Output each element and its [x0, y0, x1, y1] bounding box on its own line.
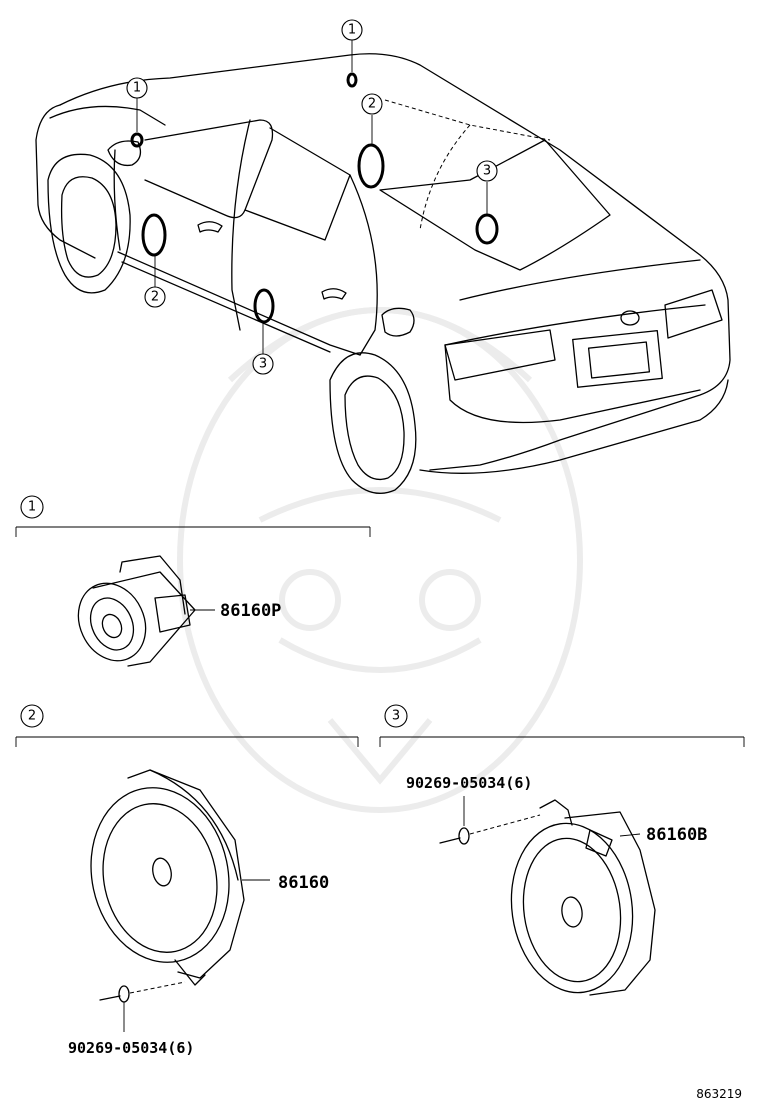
callout-2-front-door: 2 [144, 286, 166, 308]
callout-1-dash: 1 [126, 77, 148, 99]
callout-1-pillar: 1 [341, 19, 363, 41]
part-number-86160B: 86160B [646, 825, 707, 845]
callout-3-rear-upper: 3 [476, 160, 498, 182]
door-speaker-icon [510, 799, 656, 996]
door-speaker-icon [90, 769, 270, 986]
part-number-90269-05034-rear: 90269-05034(6) [406, 774, 532, 792]
svg-text:2: 2 [368, 97, 376, 112]
svg-text:1: 1 [28, 500, 36, 515]
section-3-bracket [379, 736, 745, 747]
section-1-bracket [15, 526, 371, 537]
screw-icon [99, 981, 186, 1032]
callout-3-rear-door: 3 [252, 353, 274, 375]
svg-text:3: 3 [483, 164, 491, 179]
svg-text:2: 2 [151, 290, 159, 305]
part-number-90269-05034-front: 90269-05034(6) [68, 1039, 194, 1057]
part-number-86160: 86160 [278, 873, 329, 893]
svg-text:1: 1 [348, 23, 356, 38]
svg-text:1: 1 [133, 81, 141, 96]
samurai-helmet-watermark-icon [177, 307, 583, 813]
section-1-badge: 1 [20, 495, 44, 519]
illustration-code: 863219 [696, 1087, 742, 1101]
part-number-86160P: 86160P [220, 601, 281, 621]
svg-text:3: 3 [392, 709, 400, 724]
svg-text:3: 3 [259, 357, 267, 372]
tweeter-speaker-icon [77, 555, 215, 667]
section-2-bracket [15, 736, 359, 747]
callout-2-front-door-upper: 2 [361, 93, 383, 115]
section-3-badge: 3 [384, 704, 408, 728]
screw-icon [439, 796, 541, 845]
sedan-rear-three-quarter-icon [35, 40, 731, 494]
section-2-badge: 2 [20, 704, 44, 728]
svg-text:2: 2 [28, 709, 36, 724]
